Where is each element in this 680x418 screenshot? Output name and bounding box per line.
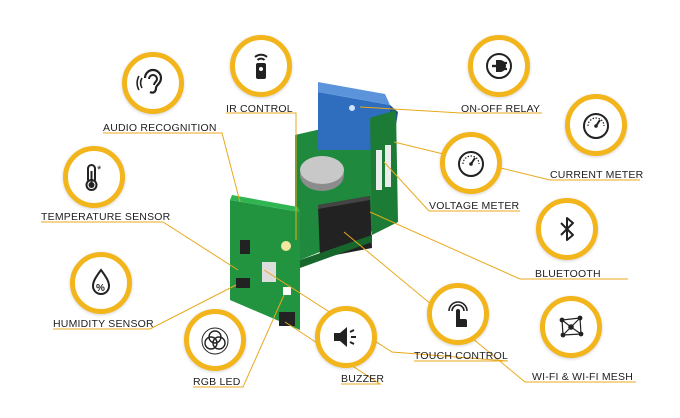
bluetooth-badge <box>536 198 598 260</box>
temperature-sensor-label: TEMPERATURE SENSOR <box>41 211 171 223</box>
device-illustration <box>230 82 398 330</box>
wifi-mesh-badge <box>540 296 602 358</box>
buzzer-label: BUZZER <box>341 373 385 385</box>
current-meter-label: CURRENT METER <box>550 169 644 181</box>
gauge-icon <box>579 108 613 142</box>
audio-recognition-leader-line <box>103 132 241 203</box>
on-off-relay-label: ON-OFF RELAY <box>461 103 541 115</box>
mesh-network-icon <box>554 310 588 344</box>
buzzer-badge <box>315 306 377 368</box>
remote-control-icon <box>244 49 278 83</box>
current-meter-badge <box>565 94 627 156</box>
speaker-icon <box>329 320 363 354</box>
voltage-meter-label: VOLTAGE METER <box>429 200 520 212</box>
bluetooth-label: BLUETOOTH <box>535 268 601 280</box>
audio-recognition-badge <box>122 52 184 114</box>
bluetooth-icon <box>550 212 584 246</box>
thermometer-icon: * <box>77 160 111 194</box>
rgb-led-label: RGB LED <box>193 376 241 388</box>
touch-control-label: TOUCH CONTROL <box>414 350 508 362</box>
droplet-percent-icon: % <box>84 266 118 300</box>
gauge-icon <box>454 146 488 180</box>
rgb-led-icon <box>198 323 232 357</box>
touch-control-badge <box>427 283 489 345</box>
on-off-relay-leader-line <box>359 106 542 114</box>
voltage-meter-badge <box>440 132 502 194</box>
wifi-mesh-label: WI-FI & WI-FI MESH <box>532 371 634 383</box>
power-plug-icon <box>482 49 516 83</box>
on-off-relay-badge <box>468 35 530 97</box>
humidity-sensor-leader-line <box>53 284 237 330</box>
ear-icon <box>136 66 170 100</box>
rgb-led-badge <box>184 309 246 371</box>
touch-icon <box>441 297 475 331</box>
humidity-sensor-label: HUMIDITY SENSOR <box>53 318 154 330</box>
humidity-sensor-badge: % <box>70 252 132 314</box>
ir-control-badge <box>230 35 292 97</box>
rgb-led-leader-line <box>193 294 285 388</box>
audio-recognition-label: AUDIO RECOGNITION <box>103 122 217 134</box>
ir-control-label: IR CONTROL <box>226 103 293 115</box>
voltage-meter-leader-line <box>383 161 520 212</box>
bluetooth-leader-line <box>369 211 628 280</box>
svg-text:%: % <box>96 283 105 294</box>
temperature-sensor-badge: * <box>63 146 125 208</box>
svg-text:*: * <box>97 164 102 176</box>
temperature-sensor-leader-line <box>41 221 239 271</box>
ir-control-leader-line <box>226 112 297 240</box>
